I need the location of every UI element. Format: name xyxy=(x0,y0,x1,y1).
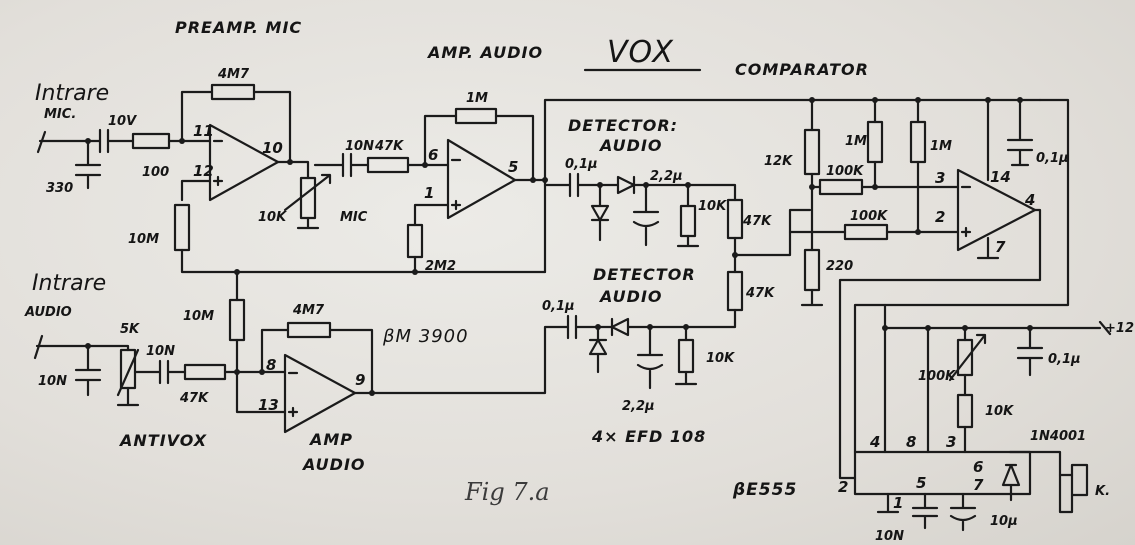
timer-555: 4 8 3 2 1 5 6 7 100K 10K 0,1µ 10N 10µ xyxy=(838,303,1112,544)
value-r-fb1: 4M7 xyxy=(217,67,250,82)
label-ic-opamp: βM 3900 xyxy=(382,326,469,347)
label-intrare-mic-b: MIC. xyxy=(44,107,76,122)
label-preamp-mic: PREAMP. MIC xyxy=(175,18,302,37)
pin-u4-gnd: 7 xyxy=(995,238,1006,256)
pin-timer-7: 7 xyxy=(973,476,984,494)
label-detector1-b: AUDIO xyxy=(598,136,663,155)
value-r-bias1: 10M xyxy=(128,232,159,247)
pin-u1-out: 10 xyxy=(262,139,283,157)
value-c-det2-tank: 2,2µ xyxy=(622,399,655,414)
value-c-555-ctl: 10N xyxy=(875,529,904,544)
value-pot-mic: 10K xyxy=(258,210,287,225)
value-r-cmp-bot: 220 xyxy=(826,259,853,274)
pin-u4-inv: 3 xyxy=(935,169,945,187)
value-r-in2: 47K xyxy=(374,139,404,154)
value-r-in3: 47K xyxy=(179,391,209,406)
label-intrare-audio-a: Intrare xyxy=(32,271,106,296)
value-r-fb3: 4M7 xyxy=(292,303,325,318)
pin-u4-non: 2 xyxy=(935,208,945,226)
pin-timer-8: 8 xyxy=(906,433,916,451)
value-r-bias2: 2M2 xyxy=(425,259,456,274)
value-c-555-t: 10µ xyxy=(990,514,1018,529)
figure-caption: Fig 7.a xyxy=(464,478,550,506)
opamp-u3: 8 13 9 10M 4M7 xyxy=(183,269,570,434)
pin-u3-out: 9 xyxy=(355,371,365,389)
pin-timer-2: 2 xyxy=(838,478,848,496)
value-c-cmp: 0,1µ xyxy=(1036,151,1069,166)
audio-input-stage: 5K 10N 10N 47K xyxy=(33,322,287,407)
value-c-mic-gnd: 330 xyxy=(46,181,73,196)
label-comparator: COMPARATOR xyxy=(735,60,869,79)
pin-u2-inv: 6 xyxy=(428,146,438,164)
label-antivox: ANTIVOX xyxy=(118,431,207,450)
value-r-div1: 47K xyxy=(742,214,772,229)
pin-u3-inv: 8 xyxy=(266,356,276,374)
value-r-cmp-in2: 100K xyxy=(850,209,888,224)
detector-1: 0,1µ 2,2µ 10K xyxy=(543,157,737,248)
value-r-cmp-in1: 100K xyxy=(826,164,864,179)
label-diode-relay: 1N4001 xyxy=(1030,429,1086,444)
value-c-couple1: 10N xyxy=(345,139,374,154)
pin-u4-out: 4 xyxy=(1024,191,1035,209)
value-c-det1-tank: 2,2µ xyxy=(650,169,683,184)
mic-gain-pot: 10K MIC xyxy=(258,160,368,230)
value-r-det2: 10K xyxy=(706,351,735,366)
label-detector2-b: AUDIO xyxy=(598,287,663,306)
label-amp-audio-top: AMP. AUDIO xyxy=(426,43,543,62)
value-r-cmp-top: 12K xyxy=(764,154,793,169)
value-c-supply: 0,1µ xyxy=(1048,352,1081,367)
value-r-det1: 10K xyxy=(698,199,727,214)
label-detector1-a: DETECTOR: xyxy=(568,116,678,135)
pin-timer-5: 5 xyxy=(916,474,926,492)
value-pot-audio: 5K xyxy=(120,322,140,337)
comparator-network: 12K 220 1M 1M 100K 100K xyxy=(764,97,991,307)
detector-2: 0,1µ 2,2µ 10K xyxy=(542,299,737,414)
value-c-mic-in: 10V xyxy=(108,114,137,129)
value-c-det2: 0,1µ xyxy=(542,299,575,314)
value-r-div2: 47K xyxy=(745,286,775,301)
label-intrare-mic-a: Intrare xyxy=(35,81,109,106)
label-supply: +12V xyxy=(1105,321,1135,336)
value-r-cmp-pu2: 1M xyxy=(930,139,952,154)
pin-timer-1: 1 xyxy=(893,494,903,512)
pin-timer-4: 4 xyxy=(869,433,880,451)
divider: 47K 47K xyxy=(726,198,812,325)
opamp-u4: 3 2 4 14 7 0,1µ xyxy=(838,97,1070,480)
pin-timer-3: 3 xyxy=(946,433,956,451)
pin-u2-non: 1 xyxy=(424,184,434,202)
pin-u3-non: 13 xyxy=(258,396,279,414)
value-c-audio-gnd: 10N xyxy=(38,374,67,389)
value-r-fb2: 1M xyxy=(466,91,488,106)
opamp-u1: 11 12 10 4M7 10M xyxy=(128,67,547,274)
value-c-det1: 0,1µ xyxy=(565,157,598,172)
pin-timer-6: 6 xyxy=(973,458,983,476)
label-amp-b: AUDIO xyxy=(301,455,366,474)
pin-u1-inv: 11 xyxy=(193,122,214,140)
mic-input-stage: 10V 330 100 xyxy=(36,114,212,196)
value-c-couple3: 10N xyxy=(146,344,175,359)
value-r-555-pot: 100K xyxy=(918,369,956,384)
label-diodes: 4× EFD 108 xyxy=(591,427,706,446)
label-ic-timer: βE555 xyxy=(732,480,797,500)
label-intrare-audio-b: AUDIO xyxy=(24,305,72,320)
value-r-bias3: 10M xyxy=(183,309,214,324)
title-vox: VOX xyxy=(607,35,674,70)
label-relay: K. xyxy=(1095,484,1110,499)
pin-u2-out: 5 xyxy=(508,158,518,176)
value-r-555: 10K xyxy=(985,404,1014,419)
label-pot-mic: MIC xyxy=(340,210,368,225)
pin-u4-vcc: 14 xyxy=(990,168,1011,186)
label-detector2-a: DETECTOR xyxy=(593,265,696,284)
pin-u1-non: 12 xyxy=(193,162,214,180)
label-amp-a: AMP xyxy=(308,430,353,449)
value-r-cmp-pu1: 1M xyxy=(845,134,867,149)
value-r-mic-in: 100 xyxy=(142,165,169,180)
